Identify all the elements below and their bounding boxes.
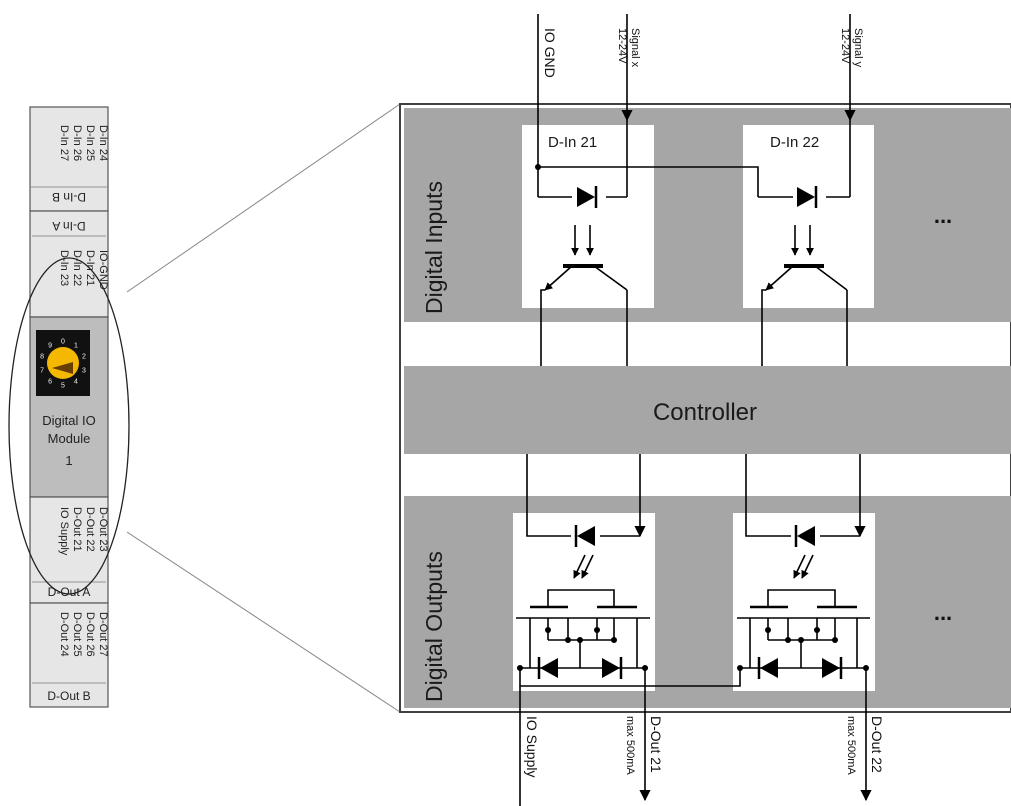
dout-b-title: D-Out B	[47, 689, 90, 703]
digital-outputs-section	[404, 496, 1011, 708]
dial-digit: 9	[48, 343, 52, 350]
top-wire-labels: IO GND Signal x 12-24V Signal y 12-24V	[542, 28, 864, 78]
io-gnd-label: IO GND	[542, 28, 558, 78]
zoom-line-bottom	[126, 531, 401, 713]
signal-y-voltage: 12-24V	[839, 28, 851, 64]
din-b-connector: D-In B D-In 24 D-In 25 D-In 26 D-In 27	[29, 106, 109, 212]
din-b-pin: D-In 24	[97, 125, 109, 161]
output-channel-box	[733, 513, 875, 691]
din-b-pin: D-In 26	[71, 125, 83, 161]
din-a-pin: D-In 23	[58, 250, 70, 286]
input-channel-box	[522, 125, 654, 308]
digital-inputs-label: Digital Inputs	[421, 181, 447, 314]
dial-digit: 1	[74, 343, 78, 350]
dout-a-connector: D-Out 23 D-Out 22 D-Out 21 IO Supply D-O…	[29, 496, 109, 604]
dial-digit: 6	[48, 378, 52, 385]
module-label-line1: Digital IO	[42, 413, 95, 428]
dout-b-pin: D-Out 24	[58, 612, 70, 657]
dout-b-pin: D-Out 26	[84, 612, 96, 657]
bottom-wire-labels: IO Supply D-Out 21 max 500mA D-Out 22 ma…	[524, 716, 885, 777]
dout-a-pin: IO Supply	[58, 507, 70, 556]
dout-b-connector: D-Out 27 D-Out 26 D-Out 25 D-Out 24 D-Ou…	[29, 602, 109, 708]
module-label-line3: 1	[65, 453, 72, 468]
dial-digit: 7	[40, 367, 44, 374]
dout-a-pin: D-Out 22	[84, 507, 96, 552]
dout21-label: D-Out 21	[648, 716, 664, 773]
input-channel-label: D-In 21	[548, 134, 597, 151]
din-b-pin: D-In 27	[58, 125, 70, 161]
din-a-title: D-In A	[52, 219, 85, 233]
module-label-line2: Module	[48, 431, 91, 446]
din-a-connector: D-In A IO-GND D-In 21 D-In 22 D-In 23	[29, 210, 109, 318]
io-supply-label: IO Supply	[524, 716, 540, 777]
dout-a-title: D-Out A	[48, 585, 91, 599]
zoom-highlight-ellipse	[8, 257, 130, 595]
input-channel-label: D-In 22	[770, 134, 819, 151]
din-a-pin: IO-GND	[97, 250, 109, 290]
dout-a-pin: D-Out 23	[97, 507, 109, 552]
zoom-line-top	[126, 103, 401, 293]
outputs-more-ellipsis: ...	[934, 600, 952, 625]
rotary-switch: 0 12 34 5 67 89	[36, 330, 90, 396]
dial-digit: 5	[61, 383, 65, 390]
input-channel-box	[743, 125, 874, 308]
controller-label: Controller	[653, 399, 757, 426]
dial-digit: 3	[82, 367, 86, 374]
signal-x-voltage: 12-24V	[616, 28, 628, 64]
din-b-title: D-In B	[52, 190, 86, 204]
din-b-pin: D-In 25	[84, 125, 96, 161]
dout21-current: max 500mA	[624, 716, 636, 775]
signal-y-label: Signal y	[852, 28, 864, 68]
dial-digit: 8	[40, 354, 44, 361]
digital-inputs-section	[404, 108, 1011, 322]
dial-digit: 0	[61, 339, 65, 346]
inputs-more-ellipsis: ...	[934, 203, 952, 228]
digital-outputs-label: Digital Outputs	[421, 551, 447, 702]
detail-panel: Digital Inputs Controller Digital Output…	[399, 103, 1011, 713]
dout22-current: max 500mA	[845, 716, 857, 775]
dout-a-pin: D-Out 21	[71, 507, 83, 552]
dial-digit: 2	[82, 354, 86, 361]
controller-block	[404, 366, 1011, 454]
dout-b-pin: D-Out 25	[71, 612, 83, 657]
output-junctions	[517, 627, 869, 671]
output-channel-box	[513, 513, 655, 691]
dial-digit: 4	[74, 378, 78, 385]
dout22-label: D-Out 22	[869, 716, 885, 773]
dout-b-pin: D-Out 27	[97, 612, 109, 657]
io-module: D-In B D-In 24 D-In 25 D-In 26 D-In 27 D…	[8, 106, 130, 708]
din-a-pin: D-In 22	[71, 250, 83, 286]
input-wiring	[535, 14, 856, 366]
signal-x-label: Signal x	[629, 28, 641, 68]
